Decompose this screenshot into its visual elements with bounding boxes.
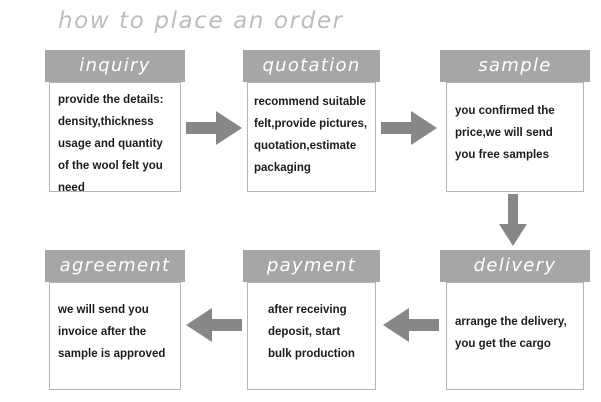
arrow-down-icon [498,194,528,246]
flow-step-sample: sample you confirmed the price,we will s… [440,50,590,192]
flow-step-quotation-title: quotation [262,55,361,76]
flow-step-agreement-body: we will send you invoice after the sampl… [49,282,181,390]
flow-step-delivery-text: arrange the delivery, you get the cargo [455,316,567,350]
flow-step-sample-title: sample [478,55,552,76]
flow-step-inquiry-header: inquiry [45,50,185,82]
flow-step-quotation-header: quotation [243,50,380,82]
arrow-right-icon [381,108,437,148]
flow-step-agreement-header: agreement [45,250,185,282]
flow-step-payment-body: after receiving deposit, start bulk prod… [247,282,376,390]
flow-step-agreement-text: we will send you invoice after the sampl… [58,304,166,360]
flow-step-delivery-title: delivery [473,255,557,276]
arrow-left-icon [383,305,439,345]
flow-step-payment-header: payment [243,250,380,282]
flow-step-agreement: agreement we will send you invoice after… [45,250,185,390]
flow-step-quotation-text: recommend suitable felt,provide pictures… [254,96,368,174]
flow-step-sample-header: sample [440,50,590,82]
flow-step-agreement-title: agreement [59,255,171,276]
arrow-right-icon [186,108,242,148]
flow-step-delivery-body: arrange the delivery, you get the cargo [446,282,584,390]
page-title: how to place an order [58,8,344,34]
arrow-left-icon [186,305,242,345]
flow-step-sample-body: you confirmed the price,we will send you… [446,82,584,192]
flow-step-inquiry-body: provide the details: density,thickness u… [49,82,181,192]
flow-step-sample-text: you confirmed the price,we will send you… [455,105,555,161]
flow-step-payment: payment after receiving deposit, start b… [243,250,380,390]
flow-step-delivery: delivery arrange the delivery, you get t… [440,250,590,390]
flow-step-quotation-body: recommend suitable felt,provide pictures… [247,82,376,192]
flow-step-delivery-header: delivery [440,250,590,282]
flow-step-payment-text: after receiving deposit, start bulk prod… [268,304,355,360]
flow-step-payment-title: payment [266,255,357,276]
flow-step-inquiry-text: provide the details: density,thickness u… [58,94,164,192]
flow-step-inquiry-title: inquiry [79,55,151,76]
flow-step-inquiry: inquiry provide the details: density,thi… [45,50,185,192]
flow-step-quotation: quotation recommend suitable felt,provid… [243,50,380,192]
